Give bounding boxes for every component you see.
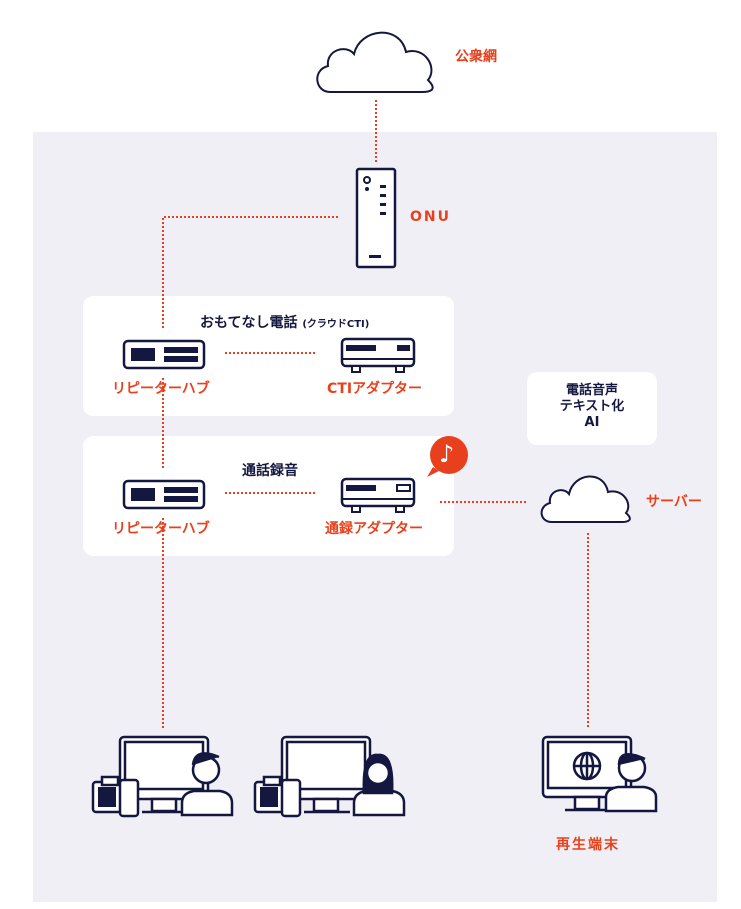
server-cloud-icon: [540, 475, 631, 523]
cti-hub-label: リピーターハブ: [112, 381, 210, 397]
recording-adapter-label: 通録アダプター: [325, 521, 423, 537]
playback-terminal-icon: [541, 735, 658, 813]
cloud-icon: [316, 31, 434, 93]
ai-line1: 電話音声: [565, 383, 618, 398]
recording-adapter-icon: [340, 477, 416, 513]
ai-line3: AI: [584, 415, 600, 430]
playback-terminal-label: 再生端末: [556, 837, 620, 853]
server-label: サーバー: [646, 494, 702, 510]
cti-subtitle: (クラウドCTI): [302, 319, 370, 330]
ai-box-text: 電話音声 テキスト化 AI: [527, 383, 657, 431]
cti-adapter-label: CTIアダプター: [327, 381, 423, 397]
public-network-label: 公衆網: [455, 49, 497, 65]
record-hub-label: リピーターハブ: [112, 521, 210, 537]
cti-adapter-icon: [340, 337, 416, 373]
onu-label: ONU: [410, 209, 451, 225]
ai-line2: テキスト化: [559, 399, 625, 414]
onu-router-icon: [355, 167, 397, 269]
ai-box: [527, 372, 657, 445]
recording-group-title: 通話録音: [242, 463, 298, 479]
repeater-hub-icon: [122, 479, 206, 510]
cti-title: おもてなし電話: [200, 315, 298, 331]
music-note-badge: ♪: [425, 435, 469, 479]
music-note-icon: ♪: [439, 440, 455, 468]
cti-group-title: おもてなし電話 (クラウドCTI): [200, 312, 369, 332]
operator-workstations-icon: [91, 735, 406, 818]
repeater-hub-icon: [122, 339, 206, 370]
